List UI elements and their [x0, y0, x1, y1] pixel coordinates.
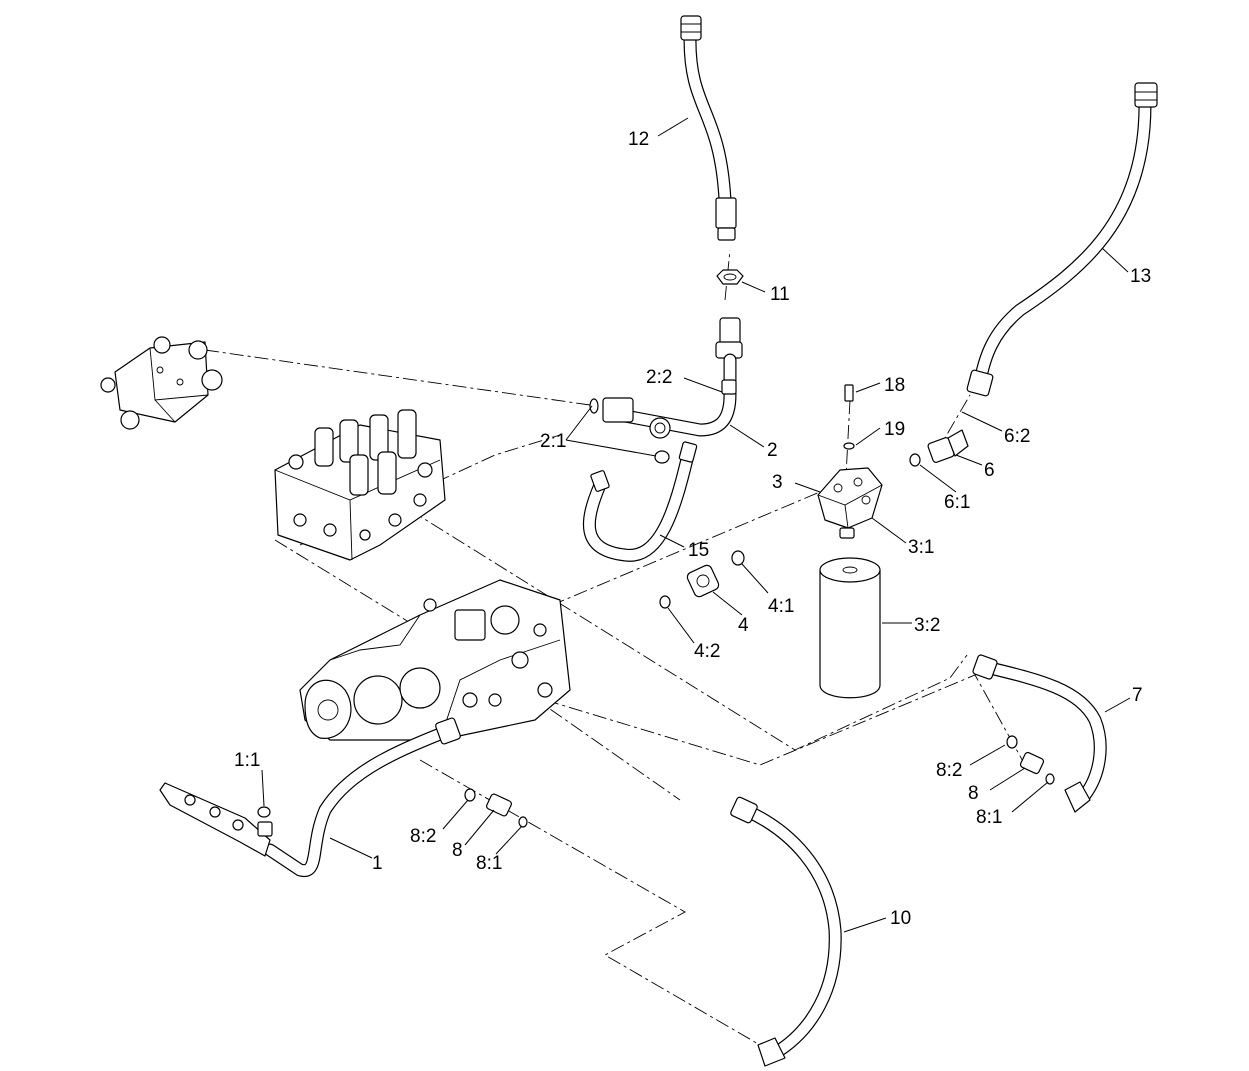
- callout-labels: 12 11 2:2 2:1 2 15 18 19 3 3:1 3:2 4:1 4…: [234, 129, 1151, 929]
- callout-1: 1: [372, 853, 383, 874]
- callout-19: 19: [884, 419, 905, 440]
- leader-lines: [261, 117, 1131, 933]
- callout-11: 11: [770, 284, 790, 305]
- pump-assembly: [299, 579, 571, 741]
- fitting-8-right: [1006, 735, 1055, 785]
- callout-8-right: 8: [968, 783, 979, 804]
- callout-13: 13: [1130, 266, 1151, 287]
- callout-12: 12: [628, 129, 649, 150]
- callout-6-2: 6:2: [1004, 426, 1030, 447]
- callout-8-1-right: 8:1: [976, 807, 1002, 828]
- callout-6: 6: [984, 460, 995, 481]
- callout-4-2: 4:2: [694, 641, 720, 662]
- control-valve: [274, 409, 446, 561]
- nut-11: [716, 269, 744, 285]
- callout-2: 2: [767, 440, 778, 461]
- hose-10: [730, 796, 842, 1067]
- callout-4-1: 4:1: [768, 596, 794, 617]
- tube-2: [589, 317, 743, 464]
- callout-18: 18: [884, 375, 905, 396]
- callout-6-1: 6:1: [944, 492, 970, 513]
- callout-3-2: 3:2: [914, 615, 940, 636]
- callout-2-2: 2:2: [646, 367, 672, 388]
- hose-7: [972, 654, 1107, 813]
- fitting-8-left: [464, 788, 528, 828]
- callout-8-1-left: 8:1: [476, 853, 502, 874]
- valve-block: [100, 336, 223, 430]
- callout-3: 3: [772, 472, 783, 493]
- callout-15: 15: [688, 540, 709, 561]
- hose-13: [966, 82, 1158, 397]
- callout-4: 4: [738, 615, 749, 636]
- callout-10: 10: [890, 908, 911, 929]
- tube-1: [159, 717, 461, 877]
- adapter-4: [659, 550, 745, 609]
- filter-head-3: [817, 384, 883, 539]
- callout-7: 7: [1132, 685, 1143, 706]
- filter-element: [819, 557, 881, 699]
- elbow-6: [909, 429, 969, 467]
- callout-1-1: 1:1: [234, 750, 260, 771]
- callout-2-1: 2:1: [540, 431, 566, 452]
- hose-15: [583, 441, 698, 562]
- callout-8-2-right: 8:2: [936, 760, 962, 781]
- callout-8-left: 8: [452, 840, 463, 861]
- callout-8-2-left: 8:2: [410, 826, 436, 847]
- callout-3-1: 3:1: [908, 537, 934, 558]
- hose-12: [680, 15, 737, 241]
